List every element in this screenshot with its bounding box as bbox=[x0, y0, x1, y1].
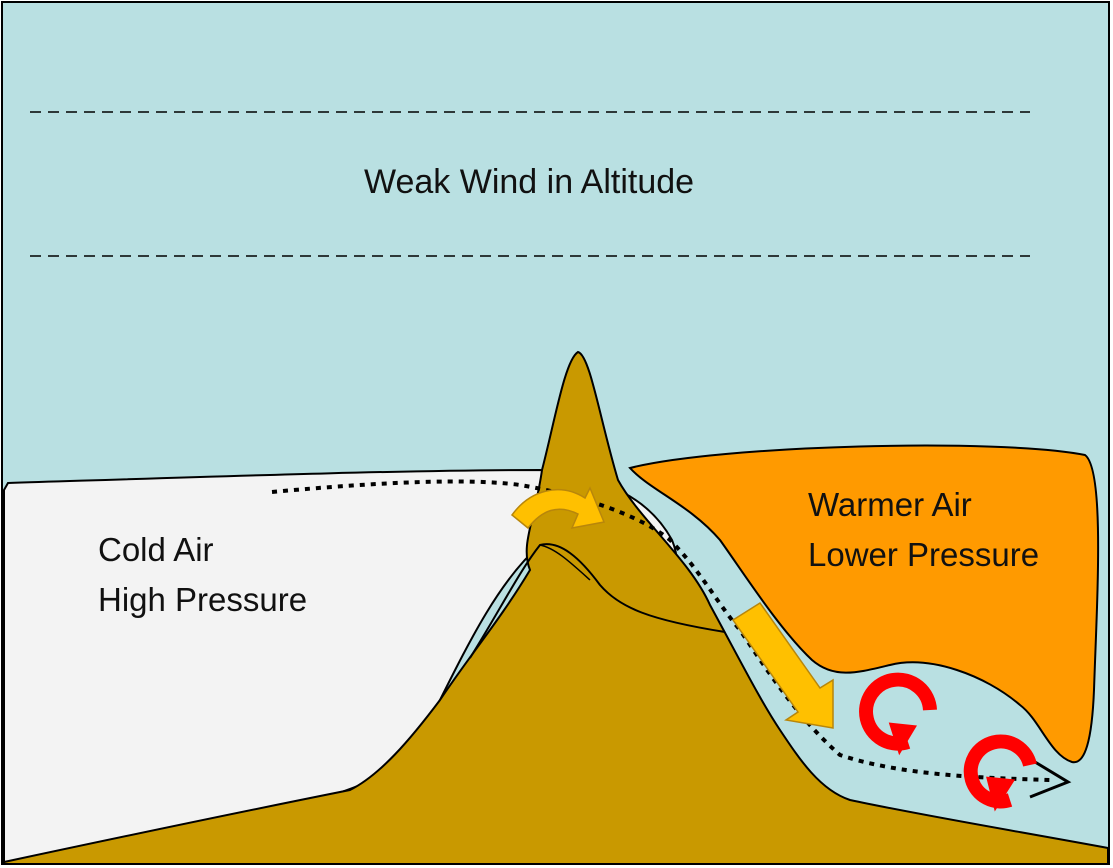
high-pressure-label: High Pressure bbox=[98, 581, 308, 618]
rotor-1-arc bbox=[859, 672, 937, 751]
circular-arrow-icon bbox=[859, 672, 937, 756]
airflow-dotted-path bbox=[271, 479, 1051, 782]
mountain bbox=[3, 350, 1109, 865]
rotor-1-head bbox=[888, 722, 917, 756]
mountain-ridge-detail bbox=[539, 544, 591, 581]
cold-air-label: Cold Air bbox=[98, 531, 214, 568]
flow-arrow-downslope bbox=[731, 601, 834, 729]
rotor-2-arc bbox=[963, 734, 1037, 809]
circular-arrow-icon bbox=[963, 734, 1037, 812]
warm-air-mass bbox=[628, 444, 1100, 764]
mountain-ridge-line bbox=[469, 543, 726, 659]
airflow-arrow-head bbox=[1029, 760, 1072, 799]
rotor-2-head bbox=[986, 776, 1016, 812]
warmer-air-label: Warmer Air bbox=[808, 486, 972, 523]
flow-arrow-curved bbox=[510, 486, 606, 530]
altitude-label: Weak Wind in Altitude bbox=[364, 163, 695, 201]
lower-pressure-label: Lower Pressure bbox=[808, 536, 1040, 573]
